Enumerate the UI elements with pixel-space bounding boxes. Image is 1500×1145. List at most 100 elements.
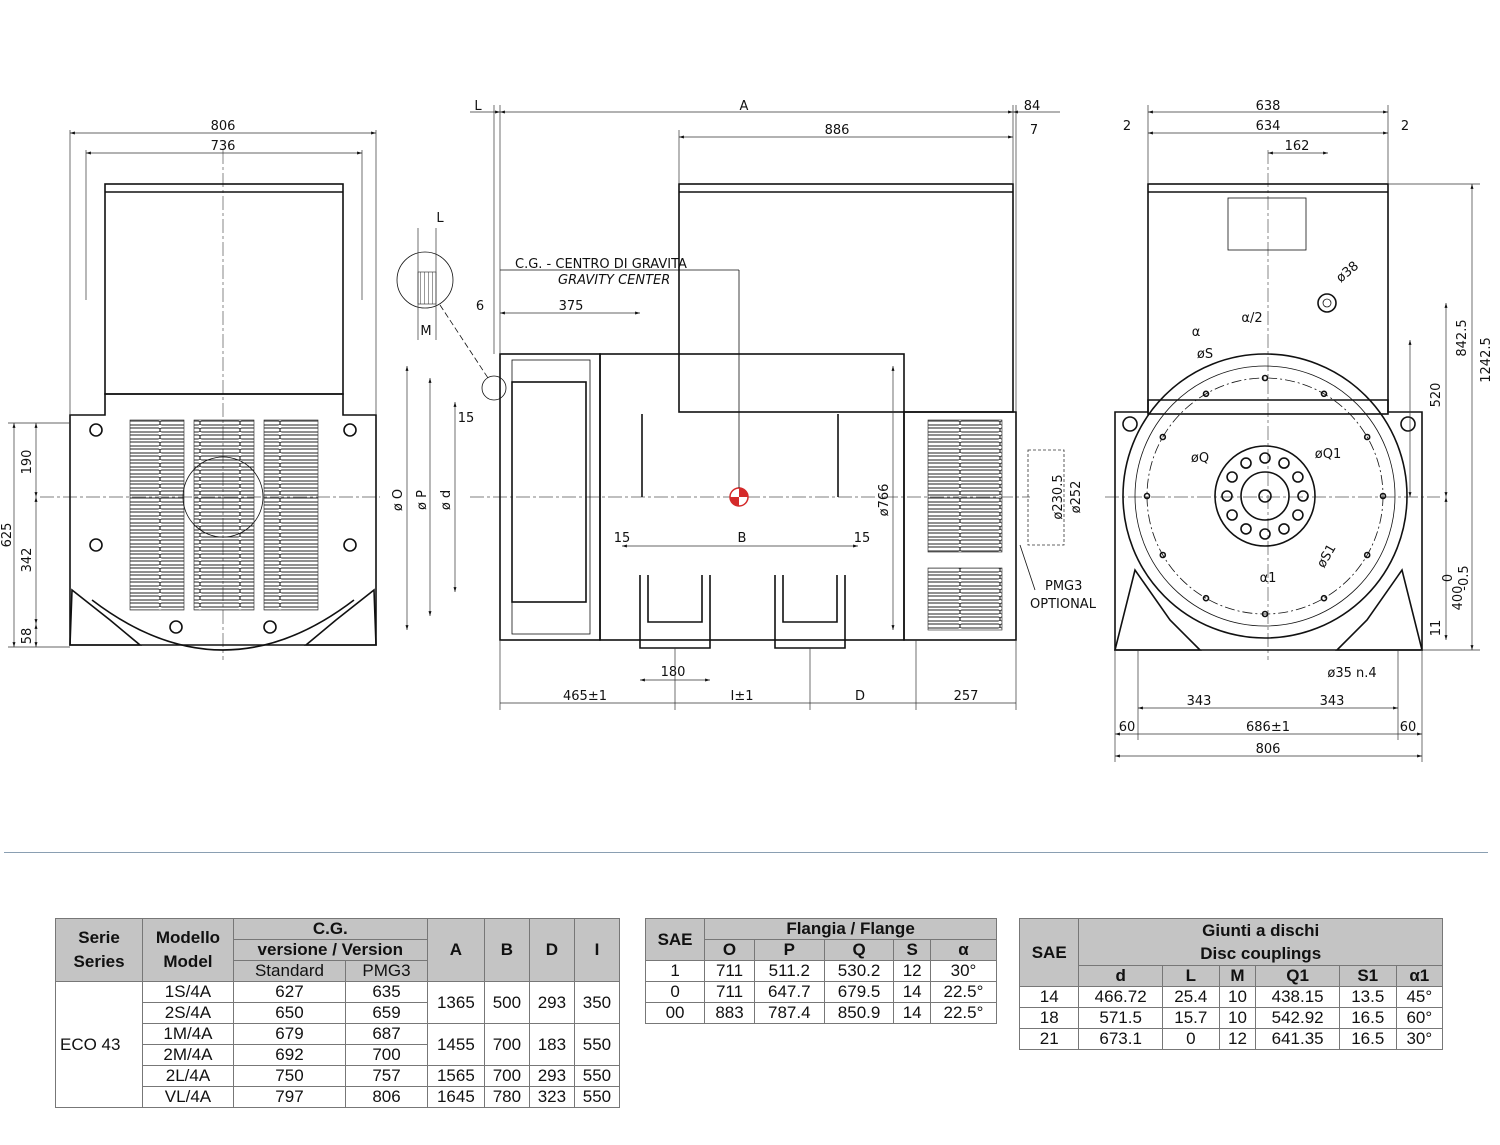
- flange-cell: 787.4: [753, 1002, 825, 1024]
- front-height-58: 58: [20, 628, 35, 645]
- flange-bolt: [1379, 492, 1387, 500]
- B-cell: 780: [483, 1086, 530, 1108]
- flange-bolt: [1320, 390, 1328, 398]
- end-dim-1242: 1242.5: [1479, 337, 1494, 383]
- disc-cell: 16.5: [1338, 1007, 1397, 1029]
- disc-header-sae: SAE: [1018, 918, 1080, 987]
- flange-cell: 647.7: [753, 981, 825, 1003]
- dim-15b: 15: [614, 531, 631, 546]
- B-cell: 700: [483, 1065, 530, 1087]
- table-row: 1M/4A 679 687 1455 700 183 550: [56, 1023, 621, 1066]
- dim-phid: ø d: [439, 490, 454, 510]
- disc-cell: 12: [1218, 1028, 1257, 1050]
- std-cell: 627: [232, 981, 347, 1003]
- cg-label-1: C.G. - CENTRO DI GRAVITA: [515, 257, 687, 272]
- end-phi35: ø35 n.4: [1327, 666, 1376, 681]
- end-view: 638 634 2 2 162 ø38 α α/2 øS øQ øQ1 øS1 …: [1105, 99, 1494, 762]
- disc-cell: 438.15: [1255, 986, 1340, 1008]
- end-dim-400: 400: [1451, 586, 1466, 611]
- disc-col-M: M: [1218, 965, 1257, 987]
- end-phiS: øS: [1197, 347, 1213, 362]
- dim-B: B: [738, 531, 747, 546]
- disc-cell: 15.7: [1161, 1007, 1220, 1029]
- flange-cell: 850.9: [823, 1002, 895, 1024]
- D-cell: 323: [528, 1086, 575, 1108]
- pmg3-cell: 687: [345, 1023, 428, 1045]
- flange-col-P: P: [753, 939, 825, 961]
- header-I: I: [573, 918, 621, 982]
- flange-cell: 14: [893, 981, 931, 1003]
- end-dim-520: 520: [1429, 383, 1444, 408]
- end-dim-60a: 60: [1119, 720, 1136, 735]
- end-dim-634: 634: [1256, 119, 1281, 134]
- flange-bolt: [1221, 490, 1233, 502]
- dim-L-top: L: [474, 99, 482, 114]
- table-row: 2M/4A 692 700: [56, 1044, 620, 1066]
- disc-cell: 641.35: [1255, 1028, 1340, 1050]
- disc-cell: 673.1: [1078, 1028, 1163, 1050]
- D-cell: 183: [528, 1023, 575, 1066]
- cg-label-2: GRAVITY CENTER: [558, 273, 670, 288]
- disc-col-L: L: [1161, 965, 1220, 987]
- flange-bolt: [1261, 610, 1269, 618]
- front-width-736: 736: [211, 139, 236, 154]
- end-alpha: α: [1192, 325, 1201, 340]
- end-phi38: ø38: [1334, 259, 1362, 286]
- model-cell: 2S/4A: [142, 1002, 234, 1024]
- flange-cell: 00: [644, 1002, 706, 1024]
- disc-col-S1: S1: [1338, 965, 1397, 987]
- header-D: D: [528, 918, 575, 982]
- end-tol-hi: 0: [1441, 574, 1456, 582]
- flange-header-title: Flangia / Flange: [704, 918, 997, 940]
- end-dim-343b: 343: [1320, 694, 1345, 709]
- side-view: L A 84 886 7 C.G. - CENTRO DI GRAVITA GR…: [391, 99, 1097, 710]
- flange-cell: 30°: [929, 960, 998, 982]
- technical-drawing: 806 736 625 190 342 58: [0, 99, 1494, 762]
- flange-bolt: [1226, 471, 1238, 483]
- model-cell: 1S/4A: [142, 981, 234, 1003]
- front-height-342: 342: [20, 548, 35, 573]
- flange-cell: 530.2: [823, 960, 895, 982]
- end-dim-2a: 2: [1123, 119, 1131, 134]
- dim-D: D: [855, 689, 865, 704]
- disc-cell: 30°: [1395, 1028, 1444, 1050]
- header-cg: C.G.: [232, 918, 428, 940]
- flange-bolt: [1292, 509, 1304, 521]
- flange-cell: 14: [893, 1002, 931, 1024]
- front-width-806: 806: [211, 119, 236, 134]
- std-cell: 650: [232, 1002, 347, 1024]
- dim-A: A: [740, 99, 749, 114]
- dim-phiP: ø P: [415, 490, 430, 510]
- disc-cell: 0: [1161, 1028, 1220, 1050]
- flange-cell: 711: [704, 960, 755, 982]
- dim-6: 6: [476, 299, 484, 314]
- I-cell: 550: [573, 1086, 621, 1108]
- flange-bolt: [1159, 433, 1167, 441]
- pmg3-cell: 757: [345, 1065, 428, 1087]
- D-cell: 293: [528, 1065, 575, 1087]
- flange-bolt: [1278, 523, 1290, 535]
- end-dim-686: 686±1: [1246, 720, 1290, 735]
- I-cell: 550: [573, 1065, 621, 1087]
- front-height-625: 625: [0, 523, 15, 548]
- flange-bolt: [1143, 492, 1151, 500]
- flange-bolt: [1297, 490, 1309, 502]
- disc-cell: 542.92: [1255, 1007, 1340, 1029]
- dim-465: 465±1: [563, 689, 607, 704]
- dim-886: 886: [825, 123, 850, 138]
- flange-bolt: [1292, 471, 1304, 483]
- B-cell: 500: [483, 981, 530, 1024]
- end-dim-638: 638: [1256, 99, 1281, 114]
- front-view: 806 736 625 190 342 58: [0, 119, 380, 660]
- header-B: B: [483, 918, 530, 982]
- dim-phi766: ø766: [877, 484, 892, 517]
- B-cell: 700: [483, 1023, 530, 1066]
- disc-col-d: d: [1078, 965, 1163, 987]
- flange-bolt: [1159, 551, 1167, 559]
- disc-col-alpha1: α1: [1395, 965, 1444, 987]
- flange-col-alpha: α: [929, 939, 998, 961]
